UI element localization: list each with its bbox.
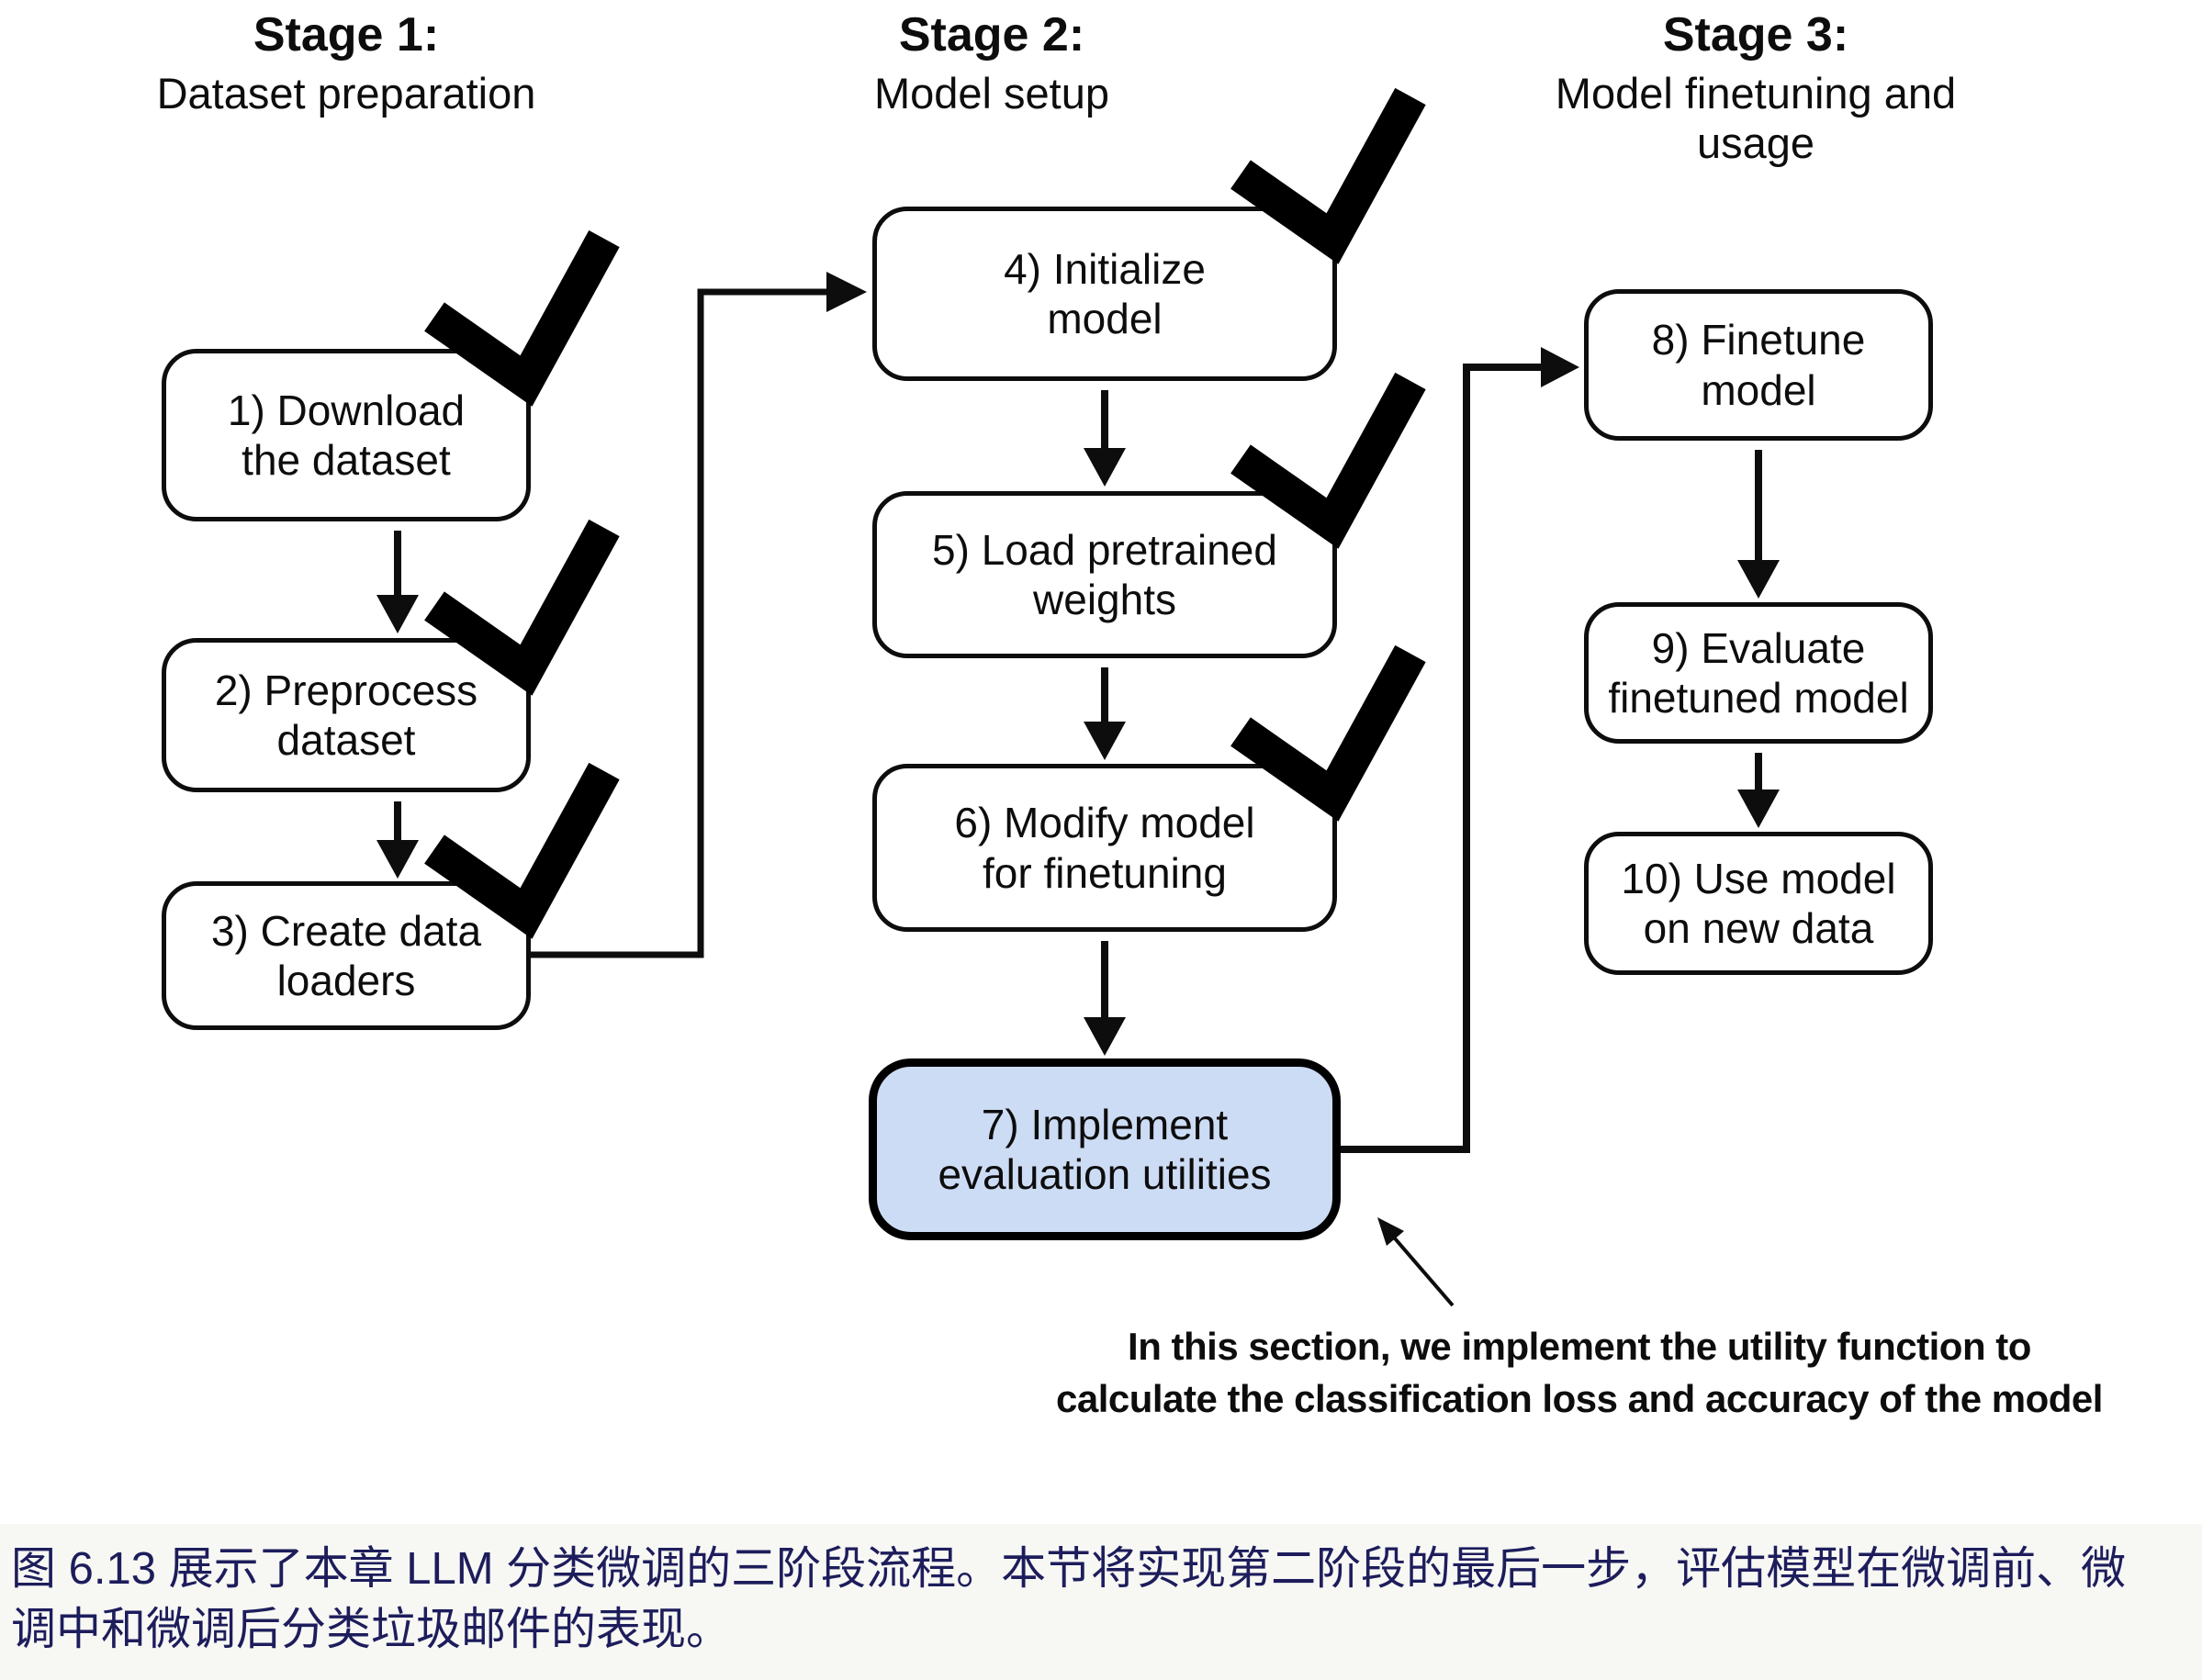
stage-3-title: Stage 3: [1662,8,1849,62]
arrow-box9-to-box10 [1737,753,1780,828]
flow-box-9-label: 9) Evaluate finetuned model [1608,623,1909,722]
flow-box-10-label: 10) Use model on new data [1621,854,1896,952]
stage-2-subtitle: Model setup [873,69,1110,118]
flow-box-6: 6) Modify model for finetuning [872,764,1337,932]
annotation-arrow-icon [1377,1217,1455,1307]
figure-caption-line-2: 调中和微调后分类垃圾邮件的表现。 [11,1605,732,1654]
flow-box-5-label: 5) Load pretrained weights [932,525,1277,623]
arrow-box1-to-box2 [376,531,419,633]
flow-box-7-label: 7) Implement evaluation utilities [938,1100,1272,1198]
flow-box-1-label: 1) Download the dataset [227,386,466,484]
annotation-text: In this section, we implement the utilit… [964,1320,2195,1425]
flow-box-7-highlighted: 7) Implement evaluation utilities [869,1058,1341,1240]
stage-1-title: Stage 1: [253,8,440,62]
stage-3-subtitle: Model finetuning and usage [1555,69,1957,168]
flow-box-5: 5) Load pretrained weights [872,491,1337,658]
connector-box7-to-box8 [1341,347,1579,1153]
stage-3-header: Stage 3: Model finetuning and usage [1480,8,2031,168]
stage-1-subtitle: Dataset preparation [156,69,536,118]
arrow-box2-to-box3 [376,801,419,879]
flow-box-2: 2) Preprocess dataset [162,638,531,792]
flow-box-10: 10) Use model on new data [1584,832,1933,975]
figure-caption-line-1: 图 6.13 展示了本章 LLM 分类微调的三阶段流程。本节将实现第二阶段的最后… [11,1544,2127,1594]
flow-box-9: 9) Evaluate finetuned model [1584,602,1933,744]
arrow-box8-to-box9 [1737,450,1780,599]
annotation-line-2: calculate the classification loss and ac… [1056,1377,2103,1420]
connector-box3-to-box4 [531,272,867,958]
arrow-box6-to-box7 [1084,941,1126,1056]
stage-2-title: Stage 2: [898,8,1085,62]
figure-caption: 图 6.13 展示了本章 LLM 分类微调的三阶段流程。本节将实现第二阶段的最后… [0,1524,2202,1680]
flow-box-3-label: 3) Create data loaders [210,906,482,1004]
flow-box-4-label: 4) Initialize model [1004,244,1206,342]
arrow-box4-to-box5 [1084,390,1126,487]
flow-box-6-label: 6) Modify model for finetuning [954,799,1255,897]
flow-box-4: 4) Initialize model [872,207,1337,381]
annotation-line-1: In this section, we implement the utilit… [1128,1325,2031,1368]
arrow-box5-to-box6 [1084,667,1126,760]
stage-1-header: Stage 1: Dataset preparation [71,8,622,118]
flow-box-2-label: 2) Preprocess dataset [214,666,478,764]
flow-box-1: 1) Download the dataset [162,349,531,521]
flow-box-8: 8) Finetune model [1584,289,1933,441]
flow-box-3: 3) Create data loaders [162,881,531,1030]
stage-2-header: Stage 2: Model setup [716,8,1267,118]
flow-box-8-label: 8) Finetune model [1651,316,1866,414]
